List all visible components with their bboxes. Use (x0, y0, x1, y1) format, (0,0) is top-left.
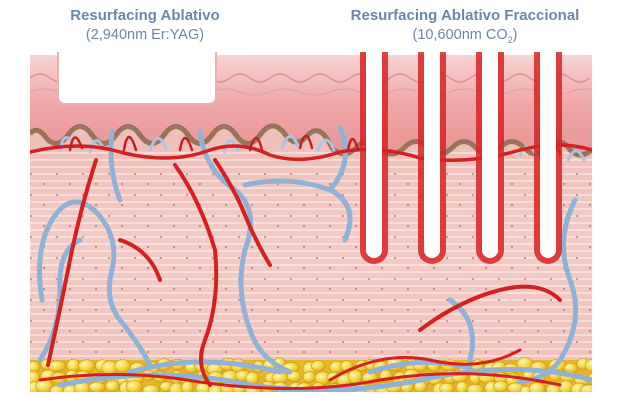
fat-globule (143, 385, 160, 394)
fat-globule (348, 370, 362, 384)
fat-globule (529, 382, 545, 394)
fat-globule (181, 381, 193, 393)
fat-globule (89, 382, 105, 393)
fat-globule (456, 382, 468, 394)
fat-globule (303, 372, 316, 383)
fat-globule (493, 381, 508, 392)
fat-globule (580, 385, 598, 394)
fat-globule (467, 384, 484, 394)
ablation-column (366, 48, 382, 258)
ablation-column (540, 48, 556, 258)
fat-globule (559, 380, 573, 394)
fat-globule (440, 383, 455, 394)
fat-globule (48, 361, 66, 372)
fat-globule (79, 360, 96, 373)
ablation-column (424, 48, 440, 258)
fat-globule (126, 380, 142, 393)
ablation-column (482, 48, 498, 258)
fat-globule (585, 359, 602, 372)
fat-globule (311, 360, 325, 371)
